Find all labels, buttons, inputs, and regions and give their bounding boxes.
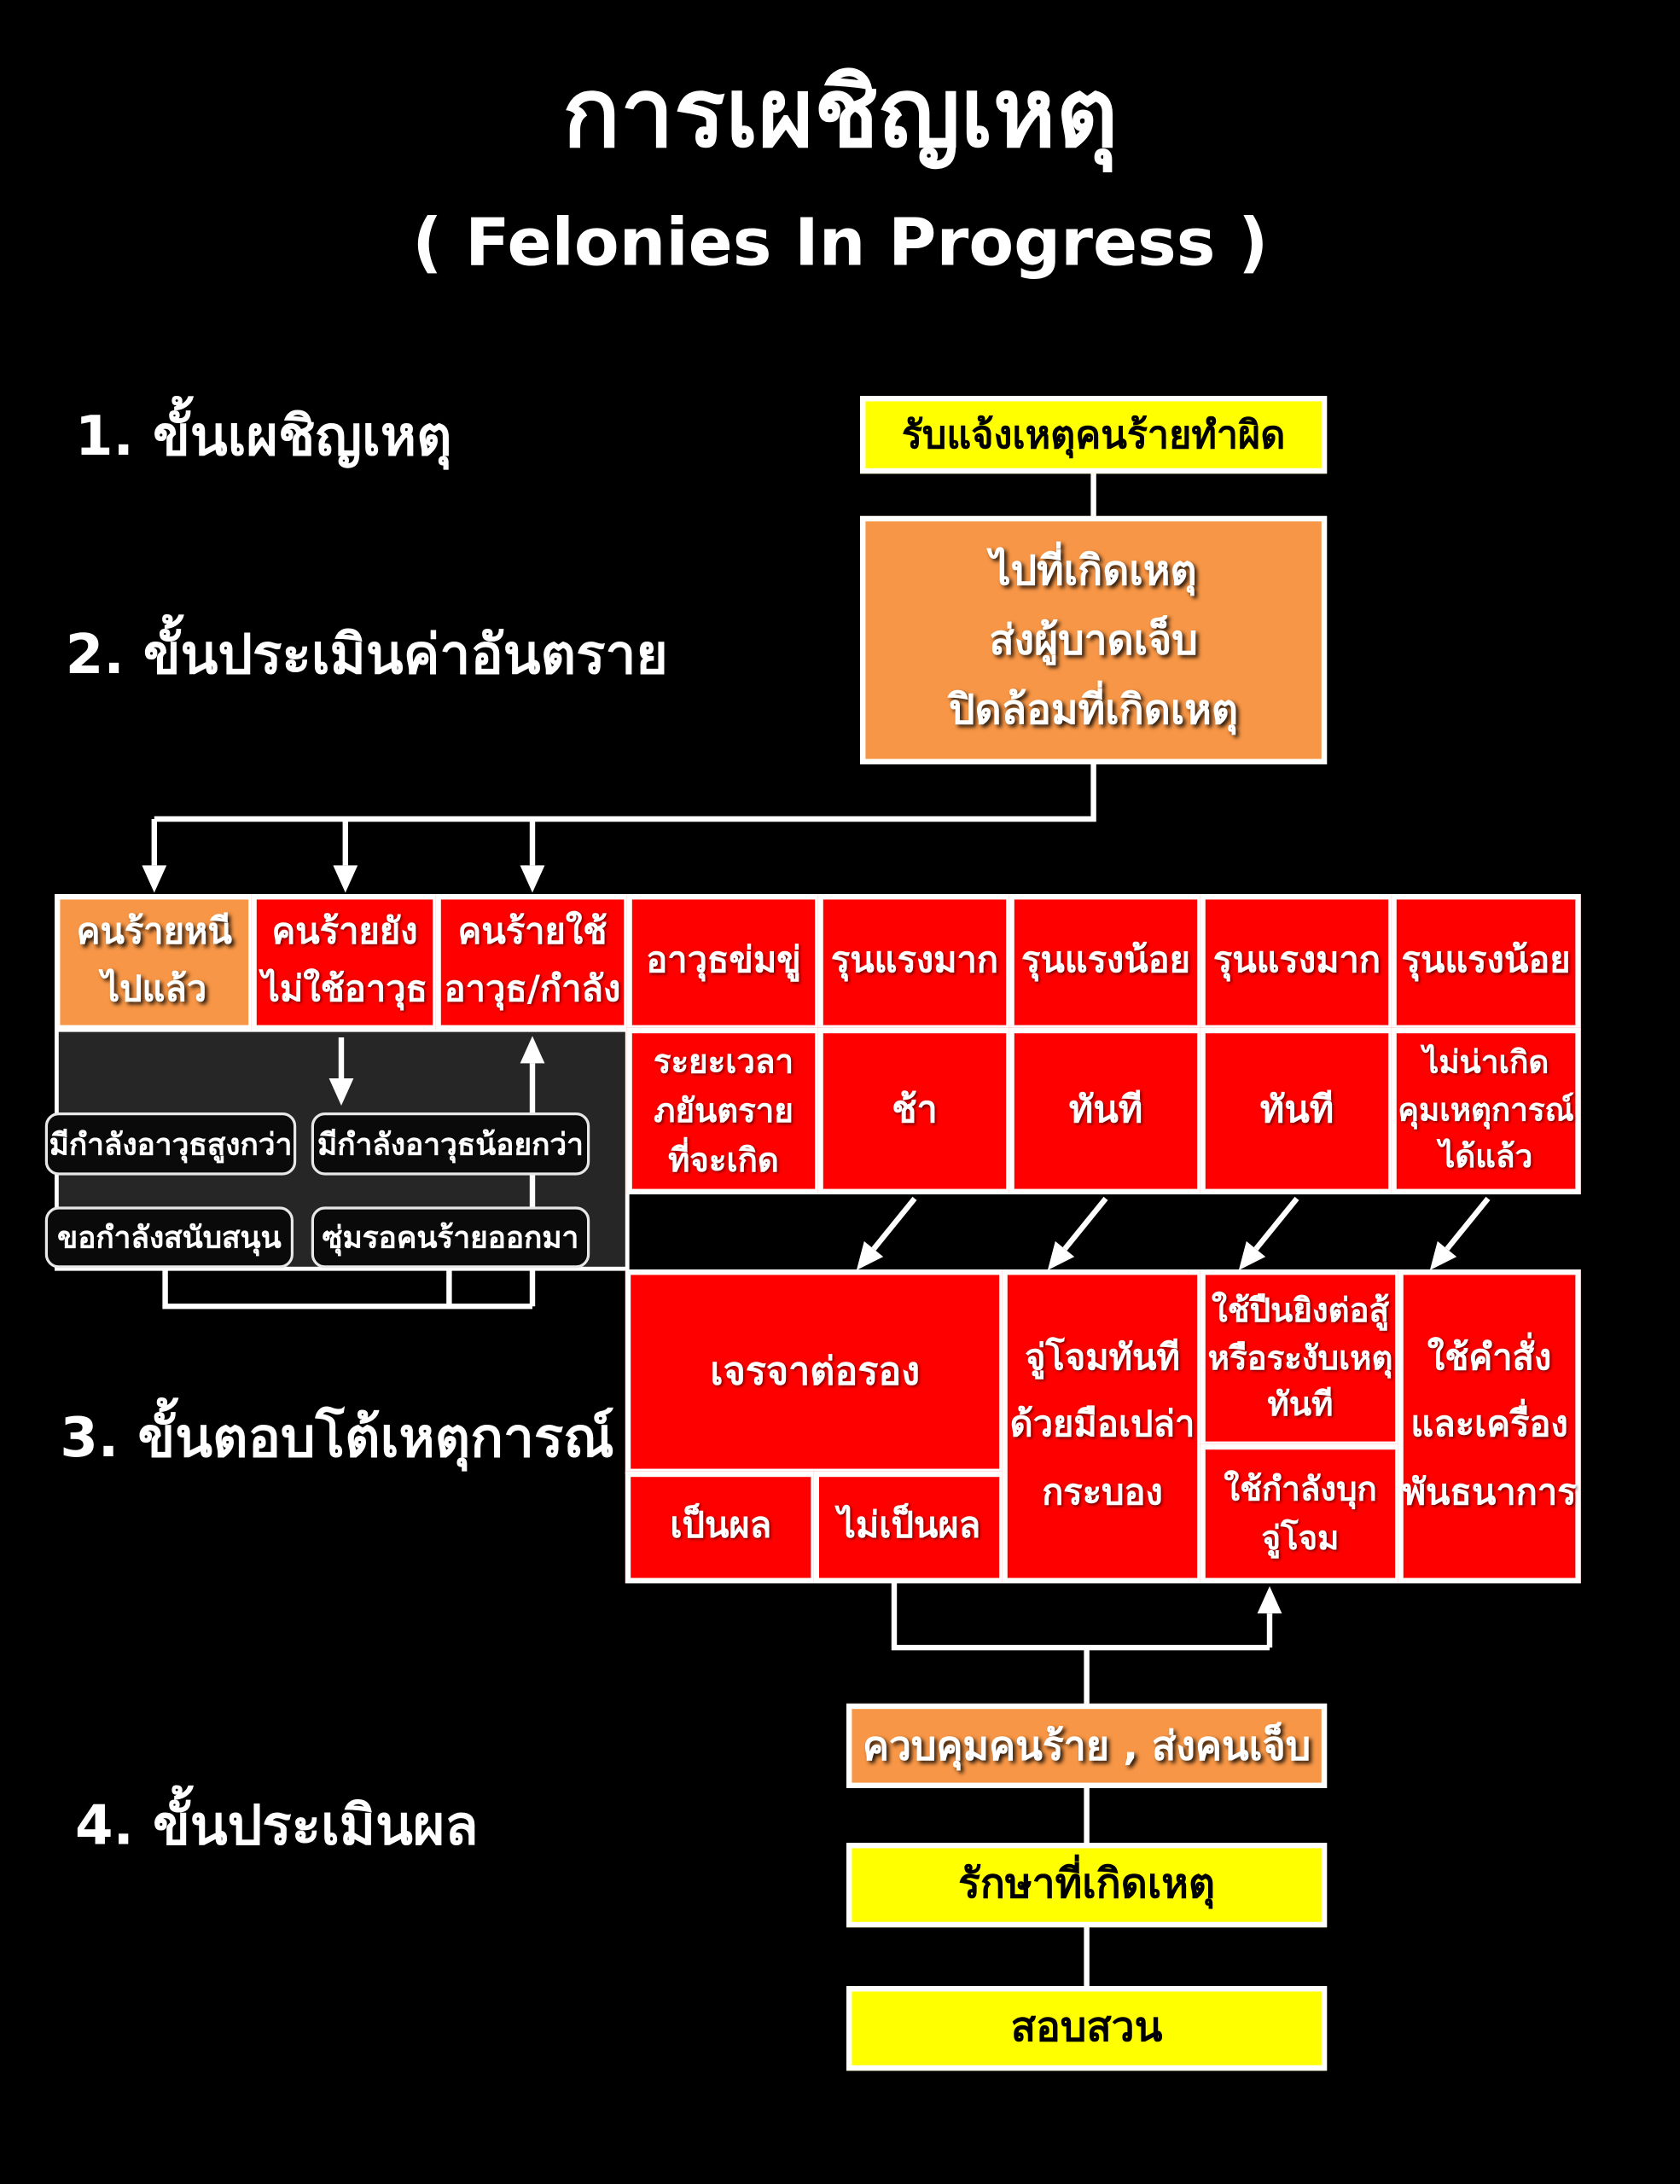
node-investigate: สอบสวน (846, 1986, 1328, 2071)
node-negotiate: เจรจาต่อรอง (625, 1269, 1005, 1474)
connector-diag-immediate1-to-response (1047, 1196, 1108, 1270)
node-danger-duration: ระยะเวลา ภยันตราย ที่จะเกิด (626, 1027, 821, 1194)
node-criminal-no-weapon: คนร้ายยัง ไม่ใช้อาวุธ (251, 894, 439, 1031)
node-force-raid: ใช้กำลังบุก จู่โจม (1200, 1443, 1401, 1583)
node-gunfight: ใช้ปืนยิงต่อสู้ หรือระงับเหตุ ทันที (1200, 1269, 1401, 1447)
node-severity-high-1: รุนแรงมาก (817, 894, 1012, 1031)
pill-ambush-wait: ซุ่มรอคนร้ายออกมา (311, 1206, 590, 1269)
node-unlikely-controlled: ไม่น่าเกิด คุมเหตุการณ์ ได้แล้ว (1391, 1027, 1581, 1194)
node-severity-high-2: รุนแรงมาก (1200, 894, 1394, 1031)
stage-2-label: 2. ขั้นประเมินค่าอันตราย (65, 624, 668, 687)
node-slow: ช้า (817, 1027, 1012, 1194)
node-criminal-uses-weapon: คนร้ายใช้ อาวุธ/กำลัง (435, 894, 630, 1031)
pill-inferior-force: มีกำลังอาวุธน้อยกว่า (311, 1112, 590, 1176)
pill-superior-force: มีกำลังอาวุธสูงกว่า (44, 1112, 297, 1176)
connector-diag-unlikely-to-response (1429, 1196, 1491, 1270)
connector-diag-immediate2-to-response (1238, 1196, 1299, 1270)
node-negotiate-effective: เป็นผล (625, 1471, 817, 1583)
stage-3-label: 3. ขั้นตอบโต้เหตุการณ์ (60, 1407, 614, 1471)
node-negotiate-ineffective: ไม่เป็นผล (813, 1471, 1005, 1583)
page-subtitle: ( Felonies In Progress ) (412, 205, 1269, 282)
node-preserve-scene: รักษาที่เกิดเหตุ (846, 1843, 1328, 1928)
node-immediate-1: ทันที (1009, 1027, 1203, 1194)
stage-4-label: 4. ขั้นประเมินผล (75, 1795, 479, 1858)
stage-1-label: 1. ขั้นเผชิญเหตุ (75, 405, 452, 468)
connector-tactics-loop-bracket (162, 1263, 533, 1310)
connector-response-exit (891, 1580, 1270, 1651)
node-scene-actions: ไปที่เกิดเหตุ ส่งผู้บาดเจ็บ ปิดล้อมที่เก… (860, 515, 1328, 764)
node-control-criminal: ควบคุมคนร้าย , ส่งคนเจ็บ (846, 1703, 1328, 1788)
node-criminal-fled: คนร้ายหนี ไปแล้ว (55, 894, 254, 1031)
node-melee-attack: จู่โจมทันที ด้วยมือเปล่า กระบอง (1002, 1269, 1203, 1583)
node-severity-low-2: รุนแรงน้อย (1391, 894, 1581, 1031)
pill-request-support: ขอกำลังสนับสนุน (44, 1206, 294, 1269)
node-threat-weapon: อาวุธข่มขู่ (626, 894, 821, 1031)
node-severity-low-1: รุนแรงน้อย (1009, 894, 1203, 1031)
node-immediate-2: ทันที (1200, 1027, 1394, 1194)
node-report: รับแจ้งเหตุคนร้ายทำผิด (860, 396, 1328, 474)
connector-diag-slow-to-response (856, 1196, 917, 1270)
page-title: การเผชิญเหตุ (562, 57, 1119, 170)
node-commands-restraints: ใช้คำสั่ง และเครื่อง พันธนาการ (1398, 1269, 1581, 1583)
connector-scene-branch-trunk (154, 761, 1096, 822)
